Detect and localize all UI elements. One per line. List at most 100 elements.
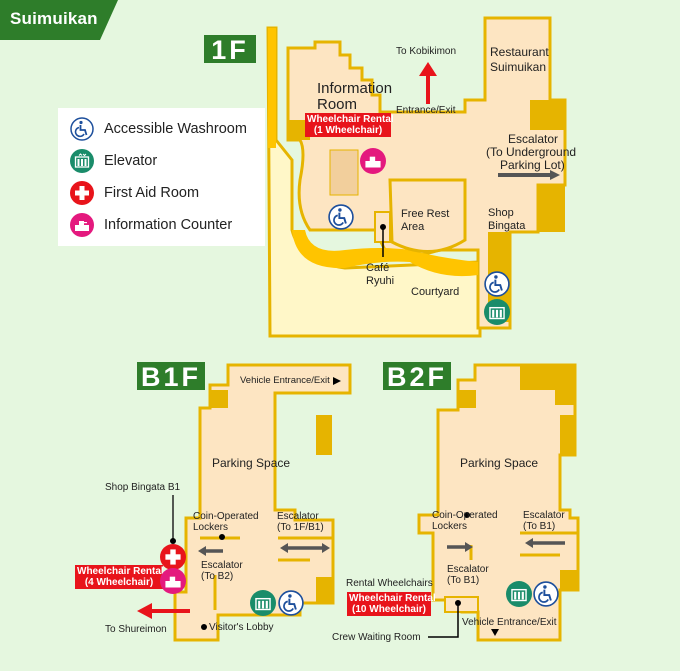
escalator-arrow-head (525, 538, 533, 548)
crew-room-leader (428, 603, 459, 638)
wall-strip (268, 28, 276, 148)
page-title: Suimuikan (10, 9, 98, 28)
wheelchair-rental-tag-b1: Wheelchair Rental (4 Wheelchair) (75, 565, 164, 589)
wheelchair-rental-tag-b2: Wheelchair Rental (10 Wheelchair) (347, 592, 436, 616)
wheelchair-rental-tag-1f: Wheelchair Rental (1 Wheelchair) (305, 113, 394, 137)
label-escalator-line1: Escalator (508, 132, 559, 146)
wall-block (538, 185, 565, 232)
label-rental-wheelchairs: Rental Wheelchairs (346, 578, 433, 589)
wall-block (210, 390, 228, 408)
vehicle-exit-arrow (491, 629, 499, 636)
legend-item-info-counter: Information Counter (70, 212, 232, 238)
wheelchair-rental-title: Wheelchair Rental (349, 593, 436, 604)
elevator-icon (250, 590, 276, 616)
label-parking-b1: Parking Space (212, 456, 291, 470)
legend-item-washroom: Accessible Washroom (70, 116, 247, 142)
wall-block (520, 365, 575, 390)
label-shop-line1: Shop (488, 207, 514, 219)
floor-1f-plan (266, 16, 567, 338)
label-parking-b2: Parking Space (460, 456, 539, 470)
wall-block (458, 390, 476, 408)
label-restaurant-line1: Restaurant (490, 45, 549, 59)
label-escalator-down-line1: Escalator (201, 560, 243, 571)
legend-label: Elevator (104, 153, 158, 169)
elevator-icon (484, 299, 510, 325)
label-information-line1: Information (317, 80, 393, 97)
label-vehicle-entrance-b1: Vehicle Entrance/Exit (240, 375, 330, 386)
title-tab-shape (0, 0, 118, 40)
label-lockers-line1-b2: Coin-Operated (432, 510, 498, 521)
information-counter-icon (160, 568, 186, 594)
label-to-shureimon: To Shureimon (105, 624, 167, 635)
wheelchair-rental-count: (4 Wheelchair) (84, 577, 154, 588)
accessible-washroom-icon (70, 117, 94, 141)
floor-b1f-plan (137, 363, 352, 642)
lockers-marker (464, 512, 470, 518)
escalator-arrow-head (280, 543, 288, 553)
label-lockers-line1-b1: Coin-Operated (193, 511, 259, 522)
label-escalator-up-line2: (To 1F/B1) (277, 522, 324, 533)
legend-item-first-aid: First Aid Room (70, 180, 199, 206)
label-lockers-line2-b1: Lockers (193, 522, 229, 533)
wheelchair-rental-title: Wheelchair Rental (307, 114, 394, 125)
label-to-kobikimon: To Kobikimon (396, 46, 457, 57)
label-shop-bingata-b1: Shop Bingata B1 (105, 482, 181, 493)
accessible-washroom-icon (533, 581, 559, 607)
floor-badge-b2f: B2F (383, 362, 451, 392)
wall-block (555, 390, 575, 405)
label-escalator-right-line1: Escalator (523, 510, 565, 521)
floor-b2f-plan (417, 363, 580, 642)
visitors-lobby-marker (201, 624, 207, 630)
legend-label: Accessible Washroom (104, 121, 247, 137)
legend-label: Information Counter (104, 217, 233, 233)
label-courtyard: Courtyard (411, 286, 460, 298)
wall-block (560, 415, 575, 455)
label-visitors-lobby: Visitor's Lobby (209, 622, 274, 633)
label-escalator-down-line2: (To B2) (201, 571, 234, 582)
stairs (329, 149, 359, 196)
label-escalator-left-line2: (To B1) (447, 575, 480, 586)
wheelchair-rental-count: (1 Wheelchair) (313, 125, 383, 136)
first-aid-icon (70, 181, 94, 205)
label-cafe-line2: Ryuhi (366, 275, 395, 287)
elevator-icon (70, 149, 94, 173)
legend-item-elevator: Elevator (70, 148, 157, 174)
title-tab: Suimuikan (0, 0, 118, 40)
entrance-arrow-head (419, 62, 437, 76)
label-free-rest-line2: Area (401, 221, 425, 233)
label-restaurant-line2: Suimuikan (490, 60, 547, 74)
escalator-arrow-head (550, 170, 560, 180)
vehicle-exit-arrow (333, 377, 341, 385)
wheelchair-rental-count: (10 Wheelchair) (352, 604, 426, 615)
first-aid-icon (160, 544, 186, 570)
escalator-arrow-head (465, 542, 473, 552)
lockers-marker (219, 534, 225, 540)
floor-badge-b1f: B1F (137, 362, 205, 392)
legend-label: First Aid Room (104, 185, 200, 201)
label-escalator-up-line1: Escalator (277, 511, 319, 522)
accessible-washroom-icon (278, 590, 304, 616)
free-rest-area-room (388, 178, 467, 253)
label-cafe-line1: Café (366, 262, 390, 274)
escalator-arrow-head (198, 546, 206, 556)
information-counter-icon (360, 148, 386, 174)
label-shop-line2: Bingata (488, 220, 526, 232)
to-shureimon-arrow-head (137, 603, 152, 619)
wheelchair-rental-title: Wheelchair Rental (77, 566, 164, 577)
label-escalator-line3: Parking Lot) (500, 158, 565, 172)
legend: Accessible Washroom Elevator First Aid R… (58, 108, 265, 246)
label-escalator-line2: (To Underground (486, 145, 577, 159)
label-lockers-line2-b2: Lockers (432, 521, 468, 532)
floor-badge-1f: 1F (204, 35, 256, 65)
label-entrance-exit: Entrance/Exit (396, 105, 456, 116)
courtyard-path (292, 230, 478, 277)
wall-block (530, 100, 565, 130)
elevator-icon (506, 581, 532, 607)
label-crew-waiting: Crew Waiting Room (332, 632, 421, 643)
accessible-washroom-icon (484, 271, 510, 297)
crew-room (444, 596, 479, 613)
information-counter-icon (70, 213, 94, 237)
wall-block (288, 120, 310, 140)
label-escalator-right-line2: (To B1) (523, 521, 556, 532)
label-information-line2: Room (317, 96, 358, 113)
